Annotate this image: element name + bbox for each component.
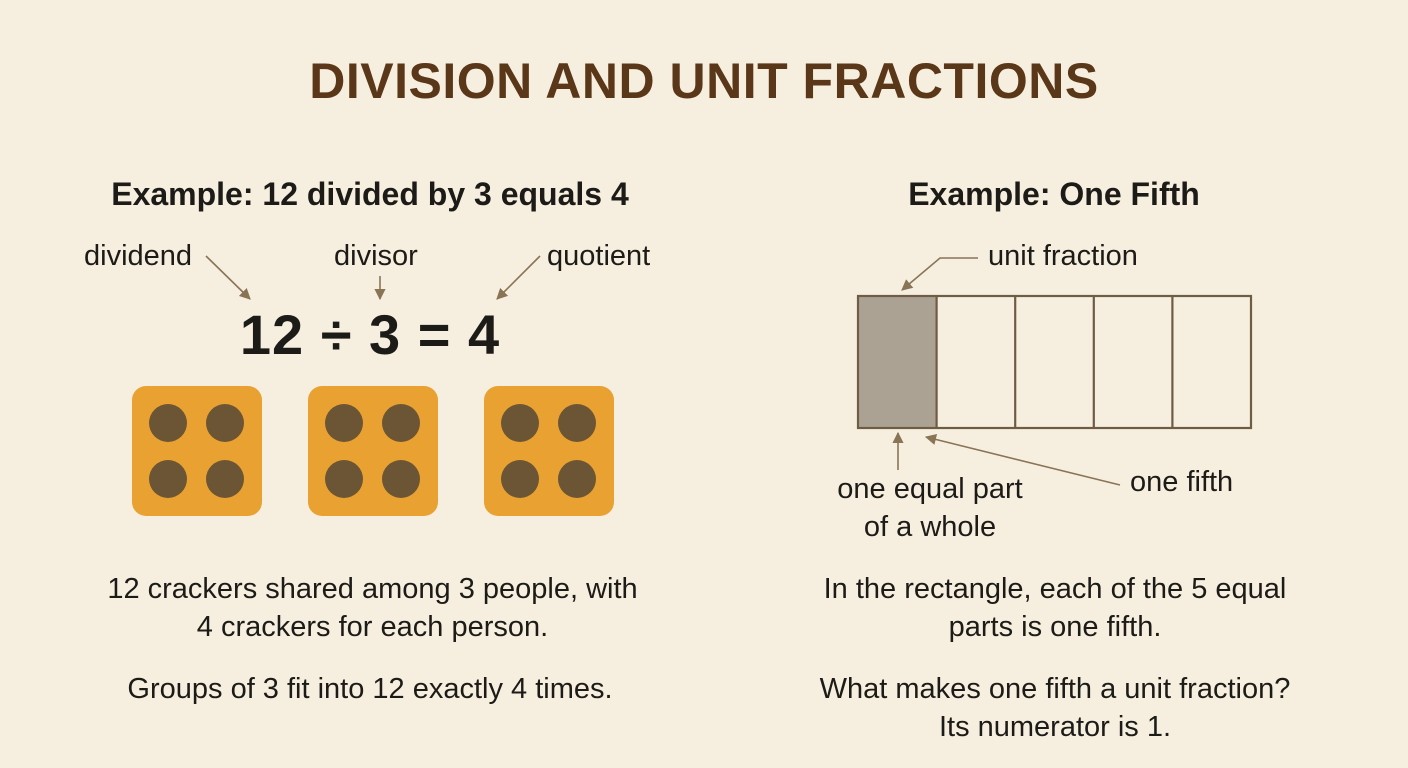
divisor-label: divisor — [334, 240, 418, 272]
fraction-heading: Example: One Fifth — [908, 176, 1200, 212]
division-heading: Example: 12 divided by 3 equals 4 — [111, 176, 629, 212]
cracker — [325, 404, 363, 442]
fraction-question: What makes one fifth a unit fraction? It… — [760, 670, 1350, 746]
shaded-part — [858, 296, 937, 428]
cracker — [558, 460, 596, 498]
cracker-group-2 — [308, 386, 438, 516]
cracker — [149, 404, 187, 442]
cracker — [501, 404, 539, 442]
one-fifth-label: one fifth — [1130, 466, 1234, 498]
cracker — [382, 460, 420, 498]
cracker — [325, 460, 363, 498]
quotient-label: quotient — [547, 240, 651, 272]
fraction-question-text: What makes one fifth a unit fraction? — [819, 673, 1291, 705]
division-equation: 12 ÷ 3 = 4 — [239, 303, 501, 366]
division-caption: 12 crackers shared among 3 people, with … — [107, 573, 638, 643]
cracker — [501, 460, 539, 498]
cracker-group-3 — [484, 386, 614, 516]
equal-part-label-line2: of a whole — [863, 511, 997, 543]
unit-fraction-arrow — [901, 257, 978, 291]
dividend-label: dividend — [84, 240, 193, 272]
fraction-answer-text: Its numerator is 1. — [938, 711, 1172, 743]
page-title: DIVISION AND UNIT FRACTIONS — [309, 53, 1099, 109]
cracker-group-1 — [132, 386, 262, 516]
dividend-arrow — [205, 255, 251, 300]
division-note: Groups of 3 fit into 12 exactly 4 times. — [127, 673, 613, 705]
cracker — [558, 404, 596, 442]
fraction-caption: In the rectangle, each of the 5 equal pa… — [823, 573, 1287, 643]
fraction-bar — [856, 294, 1253, 430]
cracker — [382, 404, 420, 442]
equal-part-label-line1: one equal part — [837, 473, 1023, 505]
cracker — [149, 460, 187, 498]
cracker — [206, 460, 244, 498]
fraction-outline — [856, 294, 1253, 430]
unit-fraction-label: unit fraction — [988, 240, 1138, 272]
cracker — [206, 404, 244, 442]
equal-part-label: one equal part of a whole — [800, 470, 1060, 546]
one-fifth-arrow — [924, 433, 1121, 486]
quotient-arrow — [496, 255, 541, 300]
